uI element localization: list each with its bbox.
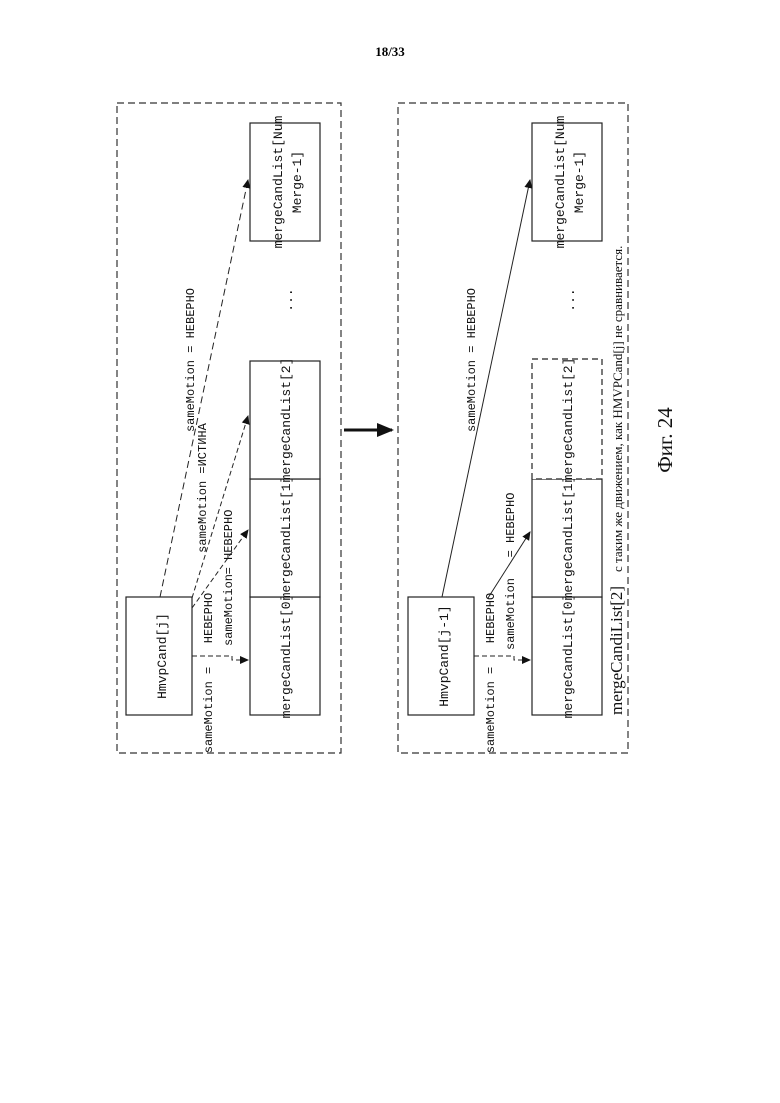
right-label-false-0a: sameMotion =: [484, 667, 498, 753]
left-label-false-0a: sameMotion =: [202, 667, 216, 753]
right-label-false-last: sameMotion = НЕВЕРНО: [465, 288, 479, 432]
left-merge-label-2: mergeCandList[2]: [279, 358, 294, 483]
right-label-false-0b: НЕВЕРНО: [484, 593, 498, 643]
figure-caption: Фиг. 24: [653, 407, 677, 473]
left-ellipsis: ...: [281, 288, 296, 311]
right-ellipsis: ...: [563, 288, 578, 311]
left-arrow-to-list-0: [192, 656, 248, 660]
right-label-false-1a: sameMotion: [504, 578, 518, 650]
right-merge-label-1: mergeCandList[1]: [561, 476, 576, 601]
left-label-true-2: sameMotion =ИСТИНА: [196, 422, 210, 552]
right-merge-last-line1: mergeCandList[Num: [553, 115, 568, 248]
left-label-false-1b: = НЕВЕРНО: [222, 510, 236, 575]
right-note-main: mergeCandiList[2]: [607, 586, 626, 715]
left-label-false-1a: sameMotion: [222, 574, 236, 646]
right-merge-label-2: mergeCandList[2]: [561, 358, 576, 483]
right-merge-label-0: mergeCandList[0]: [561, 594, 576, 719]
left-label-false-0b: НЕВЕРНО: [202, 593, 216, 643]
right-arrow-to-list-0: [474, 656, 530, 660]
left-merge-label-0: mergeCandList[0]: [279, 594, 294, 719]
right-note-rest: с таким же движением, как HMVPCand[j] не…: [610, 246, 625, 572]
right-label-false-1b: = НЕВЕРНО: [504, 493, 518, 558]
right-merge-last-line2: Merge-1]: [572, 151, 587, 213]
right-hmvp-label: HmvpCand[j-1]: [437, 605, 452, 706]
left-merge-last-line2: Merge-1]: [290, 151, 305, 213]
left-merge-label-1: mergeCandList[1]: [279, 476, 294, 601]
left-panel: HmvpCand[j] mergeCandList[0] mergeCandLi…: [117, 103, 341, 753]
right-note: mergeCandiList[2] с таким же движением, к…: [607, 246, 626, 715]
right-panel: HmvpCand[j-1] mergeCandList[0] mergeCand…: [398, 103, 628, 753]
left-hmvp-label: HmvpCand[j]: [155, 613, 170, 699]
left-merge-last-line1: mergeCandList[Num: [271, 115, 286, 248]
left-label-false-last: sameMotion = НЕВЕРНО: [184, 288, 198, 432]
